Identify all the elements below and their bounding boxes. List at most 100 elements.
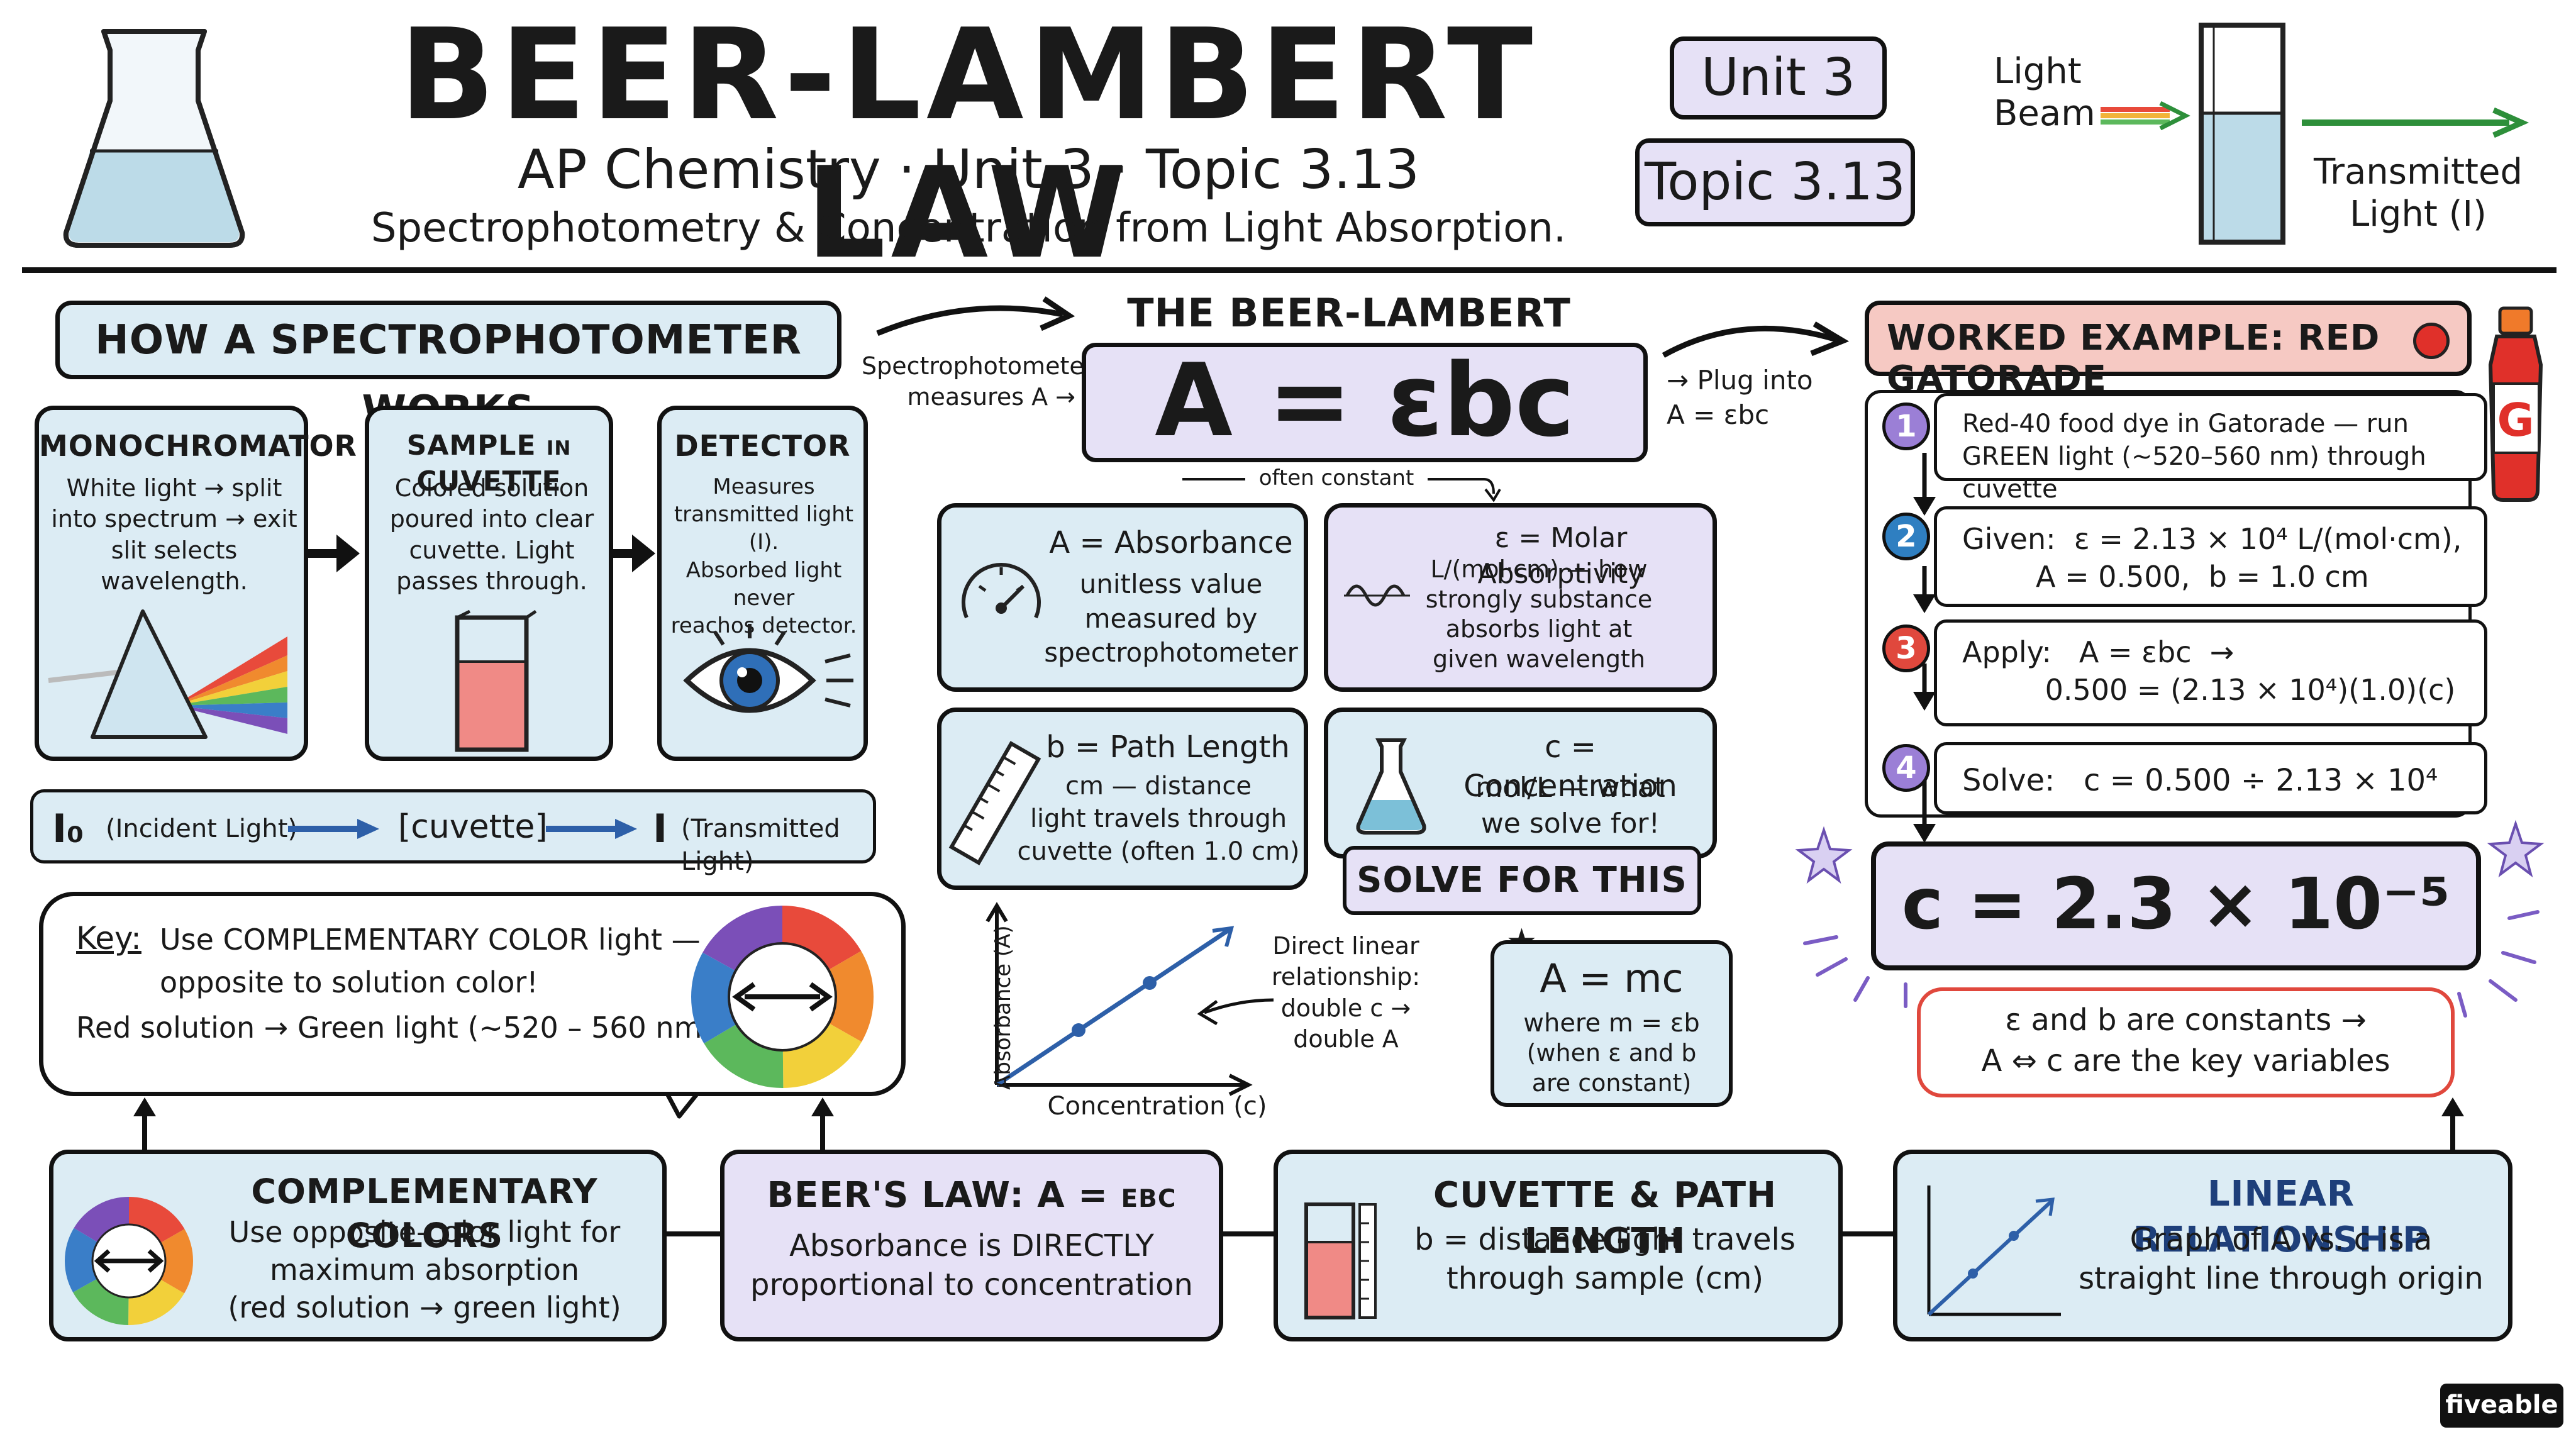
step-1-text: Red-40 food dye in Gatorade — run GREEN … — [1962, 409, 2426, 504]
graph-y-axis-label: Absorbance (A) — [990, 925, 1016, 1090]
linear-relationship-title: LINEAR RELATIONSHIP — [2133, 1174, 2429, 1260]
linear-relationship-text: Graph of A vs. c is a straight line thro… — [2079, 1222, 2484, 1297]
graph-x-axis-label: Concentration (c) — [1047, 1092, 1267, 1121]
molar-absorptivity-card: ε = Molar Absorptivity L/(mol·cm) — how … — [1324, 503, 1717, 692]
cuvette-label: [cuvette] — [398, 808, 548, 846]
key-line-2: opposite to solution color! — [160, 965, 538, 999]
linear-relationship-card: LINEAR RELATIONSHIP Graph of A vs. c is … — [1893, 1150, 2512, 1341]
law-equation-box: A = εbc — [1082, 343, 1648, 462]
unit-badge: Unit 3 — [1670, 36, 1887, 119]
result-sparkles — [1795, 819, 2545, 1018]
a-equals-mc-line-1: where m = εb — [1523, 1009, 1700, 1038]
linear-graph-icon — [1927, 1185, 2061, 1316]
step-3-text: Apply: A = εbc → 0.500 = (2.13 × 10⁴)(1.… — [1962, 635, 2456, 707]
graph-note: Direct linear relationship: double c → d… — [1271, 932, 1421, 1053]
flow-arrow-2 — [613, 535, 655, 572]
step-4-box: Solve: c = 0.500 ÷ 2.13 × 10⁴ — [1934, 742, 2487, 814]
flask-icon — [1356, 738, 1426, 835]
constants-note: ε and b are constants → A ⇔ c are the ke… — [1981, 1002, 2390, 1079]
connector-arrows — [133, 1097, 2464, 1151]
flow-bar-arrow-2 — [546, 819, 637, 839]
fiveable-logo-text: fiveable — [2445, 1391, 2558, 1419]
flow-arrow-1 — [308, 535, 360, 572]
a-equals-mc-card: A = mc where m = εb (when ε and b are co… — [1491, 940, 1733, 1107]
incident-light-symbol: I₀ — [52, 806, 84, 852]
step-3-number: 3 — [1882, 625, 1930, 672]
sample-title: SAMPLE in CUVETTE — [406, 430, 572, 498]
detector-title: DETECTOR — [674, 429, 851, 463]
absorbance-text: unitless value measured by spectrophotom… — [1044, 569, 1298, 669]
cuvette-icon — [455, 609, 537, 752]
concentration-text: mol/L — what we solve for! — [1475, 772, 1665, 840]
beers-law-card: BEER'S LAW: A = εbc Absorbance is DIRECT… — [720, 1150, 1223, 1341]
beers-law-text: Absorbance is DIRECTLY proportional to c… — [750, 1228, 1193, 1303]
worked-example-title-text: WORKED EXAMPLE: RED GATORADE — [1887, 318, 2380, 399]
a-equals-mc-line-2: (when ε and b are constant) — [1526, 1039, 1697, 1097]
molar-absorptivity-text: L/(mol·cm) — how strongly substance abso… — [1425, 555, 1653, 673]
absorbance-title: A = Absorbance — [1049, 525, 1293, 560]
sample-text: Colored solution poured into clear cuvet… — [389, 474, 594, 596]
arrow-to-law — [876, 296, 1075, 336]
gatorade-bottle-letter: G — [2497, 394, 2534, 447]
topic-badge-label: Topic 3.13 — [1645, 152, 1906, 212]
key-line-3: Red solution → Green light (~520 – 560 n… — [76, 1011, 714, 1045]
absorbance-card: A = Absorbance unitless value measured b… — [937, 503, 1308, 692]
page-title: BEER-LAMBERT LAW — [399, 2, 1538, 287]
cuvette-path-text: b = distance light travels through sampl… — [1414, 1222, 1796, 1297]
monochromator-title: MONOCHROMATOR — [39, 429, 357, 463]
fiveable-logo: fiveable — [2440, 1384, 2563, 1428]
law-note-right: → Plug into A = εbc — [1667, 365, 1813, 430]
transmitted-arrow — [2302, 107, 2529, 138]
step-4-text: Solve: c = 0.500 ÷ 2.13 × 10⁴ — [1962, 763, 2438, 798]
complementary-colors-text: Use opposite-color light for maximum abs… — [228, 1215, 621, 1324]
key-label: Key: — [76, 920, 142, 957]
gatorade-bottle-icon — [2488, 306, 2543, 502]
often-constant-note: often constant — [1258, 465, 1414, 491]
concentration-title: c = Concentration — [1463, 730, 1677, 804]
wave-icon — [1344, 584, 1410, 607]
red-dot-icon — [2413, 323, 2450, 359]
law-equation: A = εbc — [1155, 341, 1575, 459]
monochromator-card: MONOCHROMATOR White light → split into s… — [35, 406, 357, 761]
sample-card: SAMPLE in CUVETTE Colored solution poure… — [365, 406, 613, 761]
gauge-icon — [962, 563, 1041, 619]
cuvette-small-icon — [1304, 1202, 1377, 1319]
key-line-1: Use COMPLEMENTARY COLOR light — — [160, 923, 701, 957]
constants-note-box — [1917, 987, 2455, 1097]
beers-law-title: BEER'S LAW: A = εbc — [767, 1175, 1177, 1216]
step-2-box: Given: ε = 2.13 × 10⁴ L/(mol·cm), A = 0.… — [1934, 506, 2487, 607]
molar-absorptivity-title: ε = Molar Absorptivity — [1477, 522, 1645, 591]
solve-for-this-banner: SOLVE FOR THIS ★ — [1343, 846, 1701, 962]
step-1-number: 1 — [1882, 402, 1930, 450]
absorbance-graph — [985, 902, 1253, 1096]
step-4-number: 4 — [1882, 744, 1930, 792]
rainbow-beam-arrow — [2101, 101, 2190, 131]
a-equals-mc-title: A = mc — [1540, 955, 1684, 1001]
color-wheel-small-icon — [65, 1197, 193, 1325]
result-box: c = 2.3 × 10⁻⁵ mol/L — [1871, 841, 2481, 1062]
cuvette-path-card: CUVETTE & PATH LENGTH b = distance light… — [1274, 1150, 1843, 1341]
light-flow-bar: I₀ (Incident Light) [cuvette] I (Transmi… — [30, 789, 876, 876]
header-divider — [22, 267, 2557, 273]
step-3-box: Apply: A = εbc → 0.500 = (2.13 × 10⁴)(1.… — [1934, 619, 2487, 726]
transmitted-light-label: Transmitted Light (I) — [2313, 152, 2523, 235]
cuvette-path-title: CUVETTE & PATH LENGTH — [1433, 1175, 1777, 1262]
topic-badge: Topic 3.13 — [1635, 138, 1915, 226]
path-length-title: b = Path Length — [1046, 730, 1290, 765]
graph-note-arrow — [1197, 998, 1274, 1026]
transmitted-light-symbol: I — [653, 806, 668, 852]
eye-icon — [683, 624, 853, 713]
spectro-section-title: HOW A SPECTROPHOTOMETER WORKS — [55, 301, 841, 434]
monochromator-text: White light → split into spectrum → exit… — [51, 474, 297, 596]
complementary-colors-title: COMPLEMENTARY COLORS — [251, 1172, 598, 1256]
law-note-left: Spectrophotometer measures A → — [862, 352, 1094, 411]
path-length-text: cm — distance light travels through cuve… — [1017, 772, 1300, 866]
step-1-box: Red-40 food dye in Gatorade — run GREEN … — [1934, 393, 2487, 504]
flow-bar-arrow-1 — [288, 819, 379, 839]
arrow-to-example — [1662, 321, 1850, 358]
light-beam-label: Light Beam — [1994, 51, 2096, 135]
key-callout: Key: Use COMPLEMENTARY COLOR light — opp… — [39, 892, 906, 1096]
path-length-card: b = Path Length cm — distance light trav… — [937, 708, 1308, 890]
page-subtitle: AP Chemistry · Unit 3 · Topic 3.13 — [517, 138, 1420, 201]
often-constant-bracket — [1182, 478, 1501, 502]
